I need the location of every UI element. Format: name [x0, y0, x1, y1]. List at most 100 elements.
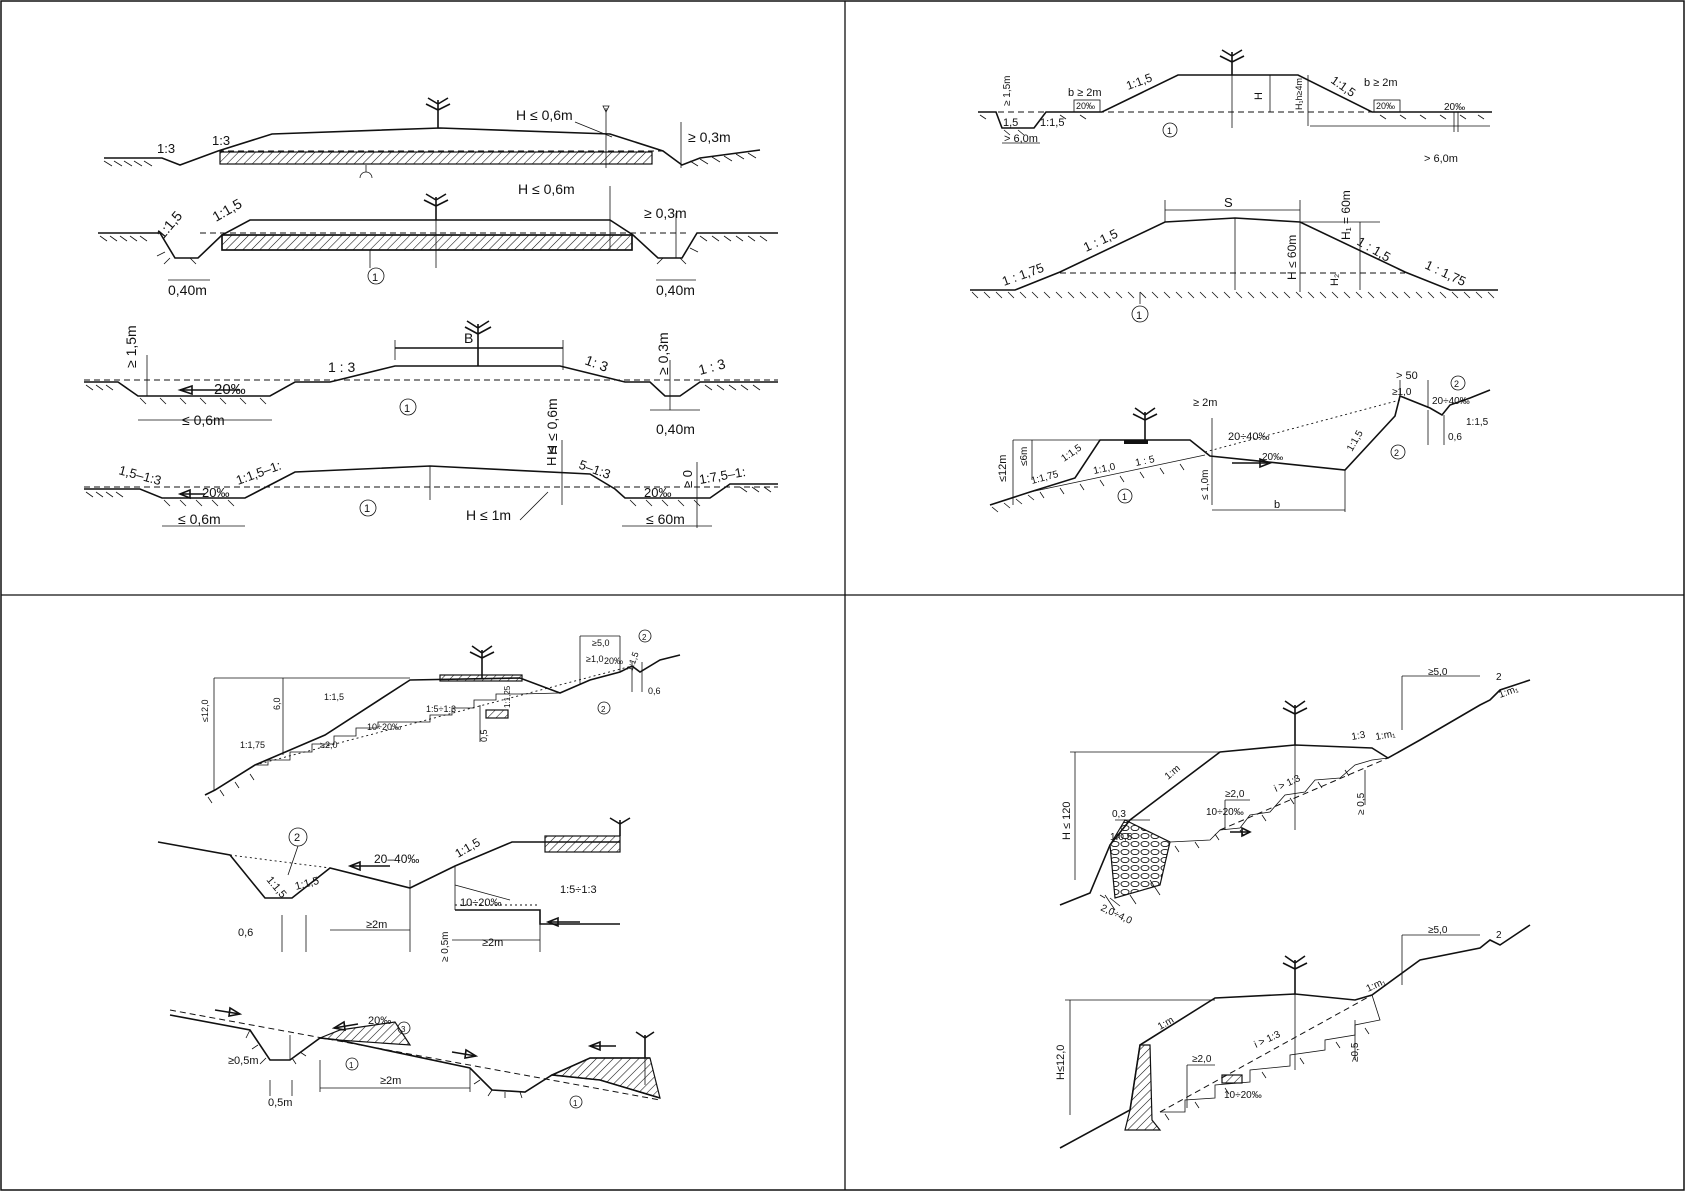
label-ditch-depth: ≥0,5m [228, 1055, 259, 1067]
section-tl-4: 1,5–1:3 20‰ 1:1,5–1: H ≤ 5–1:3 20‰ ≥ 0 1… [84, 440, 778, 528]
label-marker-1: 1 [1122, 492, 1127, 502]
label-height-total: ≤12,0 [200, 700, 210, 722]
label-ditch-width: 0,40m [656, 421, 695, 437]
label-wall-slope: 1:0,5 [1110, 832, 1133, 843]
section-br-1: ≥5,0 2 1:m₁ 1:3 1:m₁ H ≤ 120 1:m 0,3 1:0… [1059, 667, 1531, 927]
label-width-b: b [1274, 499, 1280, 511]
label-min-depth: ≥ 0,3m [644, 205, 687, 221]
label-marker-2: 2 [1496, 672, 1502, 683]
label-height-limit: H ≤ 0,6m [544, 398, 560, 455]
panel-bottom-right: ≥5,0 2 1:m₁ 1:3 1:m₁ H ≤ 120 1:m 0,3 1:0… [1055, 667, 1531, 1149]
label-marker: 1 [364, 503, 370, 515]
label-slope-lower-right: 1 : 1,75 [1423, 257, 1469, 289]
label-berm-min: ≥5,0 [592, 638, 609, 648]
label-ground-slope: i > 1:3 [1253, 1029, 1283, 1051]
label-gradient-left: 20‰ [1076, 101, 1095, 111]
label-min-height: ≥ 1,5m [123, 325, 139, 368]
label-crest-width: S [1224, 195, 1233, 210]
section-bl-3: 20‰ 3 ≥0,5m 1 ≥2m 0,5m 1 [169, 1006, 661, 1109]
panel-top-right: ≥ 1,5m 1,5 1:1,5 b ≥ 2m 20‰ 1:1,5 H H₁h≥… [970, 49, 1498, 513]
label-marker-1b: 1 [573, 1099, 578, 1108]
label-height-h2: H₂ [1329, 274, 1341, 286]
label-slope-cut: 1:1,25 [503, 685, 512, 708]
label-bench-width: 0,6 [648, 686, 661, 696]
label-ground-ratio: 1 : 5 [1134, 454, 1156, 469]
label-slope-bench: 1:1,5 [1466, 417, 1489, 428]
label-gradient-lower: 10÷20‰ [460, 897, 502, 909]
label-width-left: ≤ 0,6m [178, 511, 221, 527]
label-gradient: 10÷20‰ [1206, 807, 1244, 818]
section-br-2: ≥5,0 2 1:m₁ H≤12,0 1:m i > 1:3 ≥2,0 10÷2… [1055, 924, 1531, 1149]
label-bench-depth: ≥1,0 [1392, 387, 1412, 398]
panel-top-left: 1:3 1:3 H ≤ 0,6m ≥ 0,3m 1:1,5 1:1,5 H ≤ … [84, 97, 778, 528]
label-marker: 1 [372, 272, 378, 284]
label-slope-m1: 1:m₁ [1375, 729, 1397, 743]
label-gradient-far: 20‰ [1444, 102, 1465, 113]
label-slope-ditch-left: 1:1,5 [264, 874, 289, 900]
label-slope-upper: 1:m₁ [1497, 683, 1520, 700]
section-bl-1: ≥5,0 ≥1,0 20‰ 2 1:1,5 0,6 ≤12,0 6,0 1:1,… [200, 629, 681, 804]
label-height-h1: H₁ = 60m [1339, 190, 1353, 240]
label-slope-bench: 1:1,5 [624, 650, 640, 672]
label-slope-left: 1:1,5 [210, 195, 245, 225]
label-wall-base: 2,0÷4,0 [1099, 903, 1134, 927]
label-gradient: 20‰ [368, 1015, 391, 1027]
label-height-limit-b: H ≤ 1m [466, 507, 511, 523]
label-bench-width: ≥5,0 [1428, 667, 1448, 678]
label-berm-width: ≥2m [366, 919, 387, 931]
label-step-width: ≥2m [482, 937, 503, 949]
label-depth-limit: ≤ 1,0m [1200, 470, 1211, 501]
label-gradient-bench: 20‰ [604, 656, 623, 666]
label-gradient: 20‰ [214, 381, 246, 398]
label-marker: 1 [404, 403, 410, 415]
label-step-height: ≥ 0,5 [1356, 792, 1367, 815]
label-marker-2b: 2 [1394, 448, 1399, 458]
label-height-max: H ≤ 120 [1061, 802, 1073, 840]
label-slope-fill: 1:m [1156, 1015, 1176, 1033]
label-step-width: ≥2,0 [320, 740, 337, 750]
label-marker-2b: 2 [601, 705, 606, 714]
label-bench-width: ≥5,0 [1428, 925, 1448, 936]
label-ground-slope: i > 1:3 [1273, 773, 1303, 795]
label-height-max: H≤12,0 [1055, 1045, 1067, 1080]
label-gradient-top: 20–40‰ [374, 852, 419, 866]
label-height-limit: H ≤ 0,6m [518, 181, 575, 197]
label-slope-left: 1:3 [157, 141, 175, 156]
label-step-height: ≥0,5 [1350, 1042, 1361, 1062]
label-berm-right: b ≥ 2m [1364, 77, 1398, 89]
section-tr-1: ≥ 1,5m 1,5 1:1,5 b ≥ 2m 20‰ 1:1,5 H H₁h≥… [978, 49, 1492, 165]
label-ground-ratio: 1:5÷1:3 [560, 884, 597, 896]
section-bl-2: 2 20–40‰ 1:1,5 1:1,5 1:1,5 10÷20‰ 1:5÷1:… [157, 817, 631, 962]
label-height-upper: 6,0 [272, 697, 282, 710]
label-height-upper: ≤6m [1019, 447, 1030, 466]
label-height-max: H ≤ 60m [1285, 235, 1299, 280]
label-gradient-bench: 20÷40‰ [1432, 396, 1470, 407]
label-slope-ditch-right: 1:1,5 [294, 875, 321, 893]
label-marker-1a: 1 [349, 1061, 354, 1070]
label-slope-lower: 1:1,75 [240, 740, 265, 750]
label-berm-left: b ≥ 2m [1068, 87, 1102, 99]
label-gradient-lower: 20‰ [1262, 452, 1283, 463]
label-height-total: ≤12m [997, 455, 1009, 482]
label-berm-width: ≥2m [380, 1075, 401, 1087]
label-slope-mid: 1:1,5–1: [234, 458, 283, 488]
label-height-limit-a: H ≤ [544, 446, 559, 466]
label-ditch-width-left: > 6,0m [1004, 133, 1038, 145]
label-slope-right: 1:1,5 [1328, 73, 1358, 100]
label-gradient-left: 20‰ [202, 485, 229, 500]
label-slope-right: 1:3 [212, 133, 230, 148]
label-slope-upper-left: 1 : 1,5 [1081, 226, 1120, 255]
label-slope-lower-left: 1 : 1,75 [1000, 260, 1046, 289]
label-min-depth: ≥ 0,3m [655, 332, 671, 375]
section-tl-3: ≥ 1,5m 20‰ 1 : 3 B 1: 3 ≥ 0,3m 1 : 3 ≤ 0… [84, 320, 778, 455]
label-slope-ditch: 1:1,5 [153, 208, 185, 242]
label-slope-fill: 1:m [1163, 763, 1183, 782]
label-height-h1: H₁h≥4m [1294, 78, 1304, 110]
label-ditch-width: 0,5m [268, 1097, 292, 1109]
section-tl-2: 1:1,5 1:1,5 H ≤ 0,6m ≥ 0,3m 1 0,40m 0,40… [98, 181, 778, 298]
label-ground-slope: 1:1,0 [1092, 461, 1116, 476]
label-ditch-width-right: > 6,0m [1424, 153, 1458, 165]
label-min-depth: ≥ 0 [680, 470, 695, 488]
label-slope-left: 1 : 3 [328, 359, 355, 375]
label-marker-3: 3 [401, 1025, 406, 1034]
